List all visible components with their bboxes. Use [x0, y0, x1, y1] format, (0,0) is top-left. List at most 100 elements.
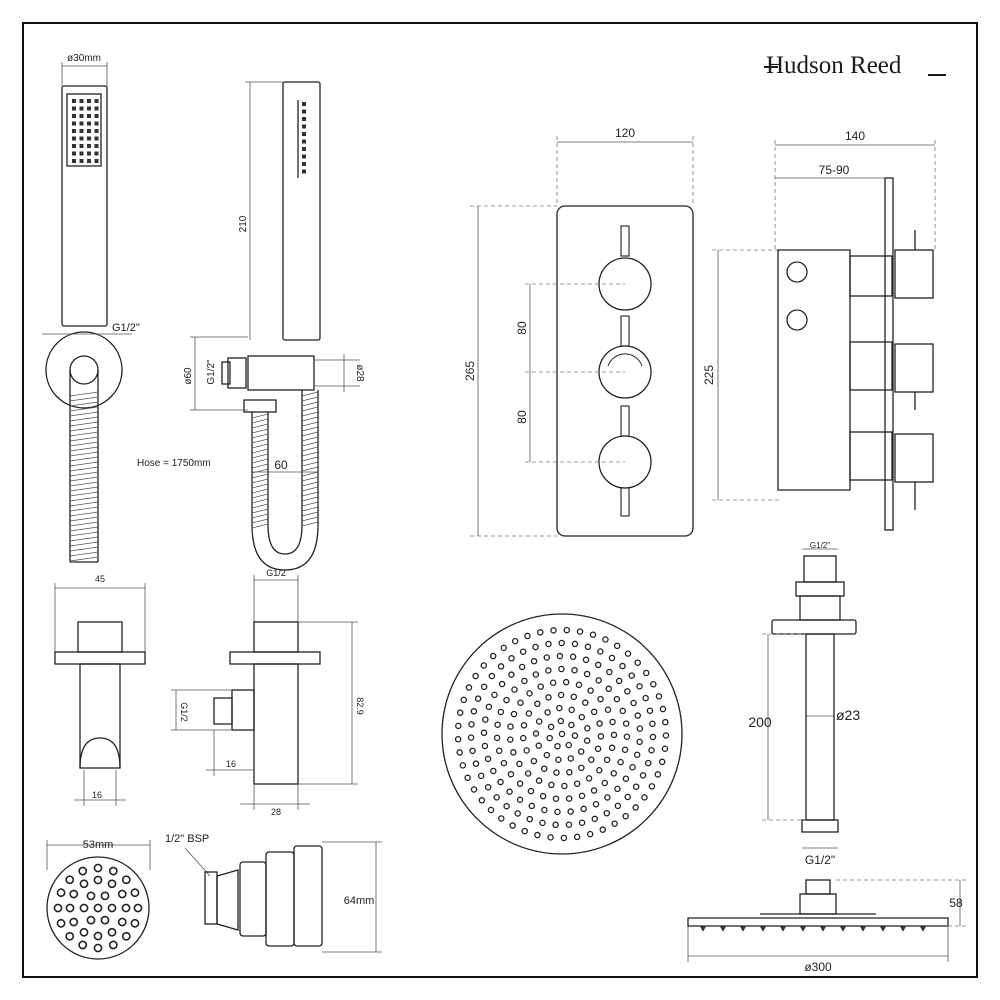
hose-hatch-line — [301, 496, 319, 502]
nozzle-dot — [72, 144, 76, 148]
head-elevation-nozzle — [919, 925, 927, 932]
hose-hatch-line — [251, 473, 269, 479]
hose-hatch-line — [69, 411, 99, 417]
head-nozzle — [541, 806, 548, 814]
hose-hatch-line — [251, 463, 269, 469]
head-elevation-nozzle — [899, 925, 907, 932]
hose-hatch-line — [69, 521, 99, 527]
head-nozzle — [534, 831, 541, 839]
head-nozzle — [487, 806, 495, 814]
jet-nozzle — [79, 879, 89, 889]
hose-hatch-line — [251, 483, 269, 489]
hose-length-label: Hose = 1750mm — [137, 458, 211, 469]
jet-nozzle — [79, 927, 89, 937]
jet-nozzle — [69, 917, 79, 927]
head-nozzle — [628, 672, 636, 679]
head-nozzle — [650, 681, 657, 688]
jet-nozzle — [107, 879, 117, 889]
jet-nozzle — [100, 891, 110, 901]
nozzle-dot — [72, 151, 76, 156]
hose-hatch-line — [251, 423, 269, 429]
nozzle-dot — [94, 136, 99, 141]
head-nozzle — [639, 772, 647, 779]
head-nozzle — [548, 781, 555, 789]
hose-hatch-line — [69, 536, 99, 542]
head-nozzle — [481, 742, 489, 750]
head-nozzle — [604, 794, 611, 801]
hose-hatch-line — [301, 426, 319, 432]
head-nozzle — [508, 671, 515, 678]
head-nozzle — [597, 695, 604, 703]
jet-nozzle — [93, 943, 103, 953]
elbow-top-thread-label: G1/2 — [266, 568, 286, 578]
head-nozzle — [497, 708, 505, 716]
head-nozzle — [543, 751, 551, 759]
head-nozzle — [497, 663, 505, 670]
brand-logo: Hudson Reed — [764, 52, 946, 82]
nozzle-dot — [72, 114, 76, 118]
head-nozzle — [622, 775, 630, 782]
hose-hatch-line — [69, 531, 99, 537]
handset-side-view: 210 ø60 G1/2" ø28 60 — [183, 81, 365, 571]
hose-side-hatching — [251, 391, 319, 529]
head-nozzle — [554, 742, 561, 750]
head-nozzle — [489, 652, 497, 660]
hose-hatch-line — [69, 396, 99, 402]
hose-hatch-line — [301, 511, 319, 517]
head-nozzle — [555, 756, 562, 763]
thermostat-arc — [607, 353, 643, 367]
head-nozzle — [605, 685, 612, 693]
hose-hatch-line — [69, 496, 99, 502]
jet-nozzle — [65, 903, 75, 913]
head-nozzle — [491, 691, 498, 699]
head-nozzle — [597, 648, 604, 655]
head-nozzle — [552, 821, 559, 829]
head-nozzle — [630, 699, 637, 707]
jet-nozzle — [130, 888, 140, 898]
head-nozzle — [524, 632, 531, 640]
head-nozzle — [534, 700, 541, 708]
head-nozzle — [530, 657, 538, 665]
head-nozzle — [582, 656, 590, 664]
head-nozzle — [642, 694, 649, 702]
jet-nozzle — [56, 888, 66, 898]
head-nozzle — [571, 666, 578, 674]
head-elevation-nozzle — [759, 925, 767, 932]
head-nozzle — [608, 654, 616, 662]
head-nozzle — [624, 688, 631, 695]
head-nozzle — [624, 793, 631, 801]
valve-depth-label: 140 — [845, 129, 865, 143]
head-nozzle — [563, 626, 571, 634]
nozzle-dot — [87, 129, 91, 133]
jet-nozzle — [65, 931, 75, 941]
head-nozzle — [658, 758, 666, 766]
jet-nozzle — [108, 940, 118, 950]
head-nozzle — [558, 730, 566, 738]
nozzle-dot — [302, 154, 306, 159]
drawing-border — [22, 22, 978, 978]
head-nozzle — [594, 745, 602, 753]
head-nozzle — [641, 794, 648, 801]
hose-hatch-line — [251, 418, 269, 424]
head-nozzle — [558, 665, 565, 673]
shower-head-elevation: ø300 58 — [687, 879, 966, 974]
hose-hatch-line — [69, 461, 99, 467]
handset-length-label: 210 — [238, 215, 249, 232]
handset-diameter-label: ø30mm — [67, 53, 101, 64]
jet-nozzle — [107, 927, 117, 937]
head-elevation-nozzle — [799, 925, 807, 932]
head-nozzle — [547, 723, 555, 731]
bracket-thread-label: G1/2" — [206, 359, 217, 385]
body-jet-thread-label: 1/2" BSP — [165, 833, 209, 845]
head-nozzle — [469, 747, 476, 755]
head-nozzle — [537, 629, 544, 636]
hose-hatch-line — [69, 451, 99, 457]
head-nozzle — [484, 783, 492, 791]
hose-hatch-line — [69, 506, 99, 512]
head-nozzle — [619, 707, 627, 715]
jet-nozzle — [117, 917, 127, 927]
nozzle-dot — [79, 136, 84, 141]
head-nozzle — [587, 687, 594, 694]
head-nozzle — [454, 735, 462, 743]
hose-hatch-line — [301, 481, 319, 487]
